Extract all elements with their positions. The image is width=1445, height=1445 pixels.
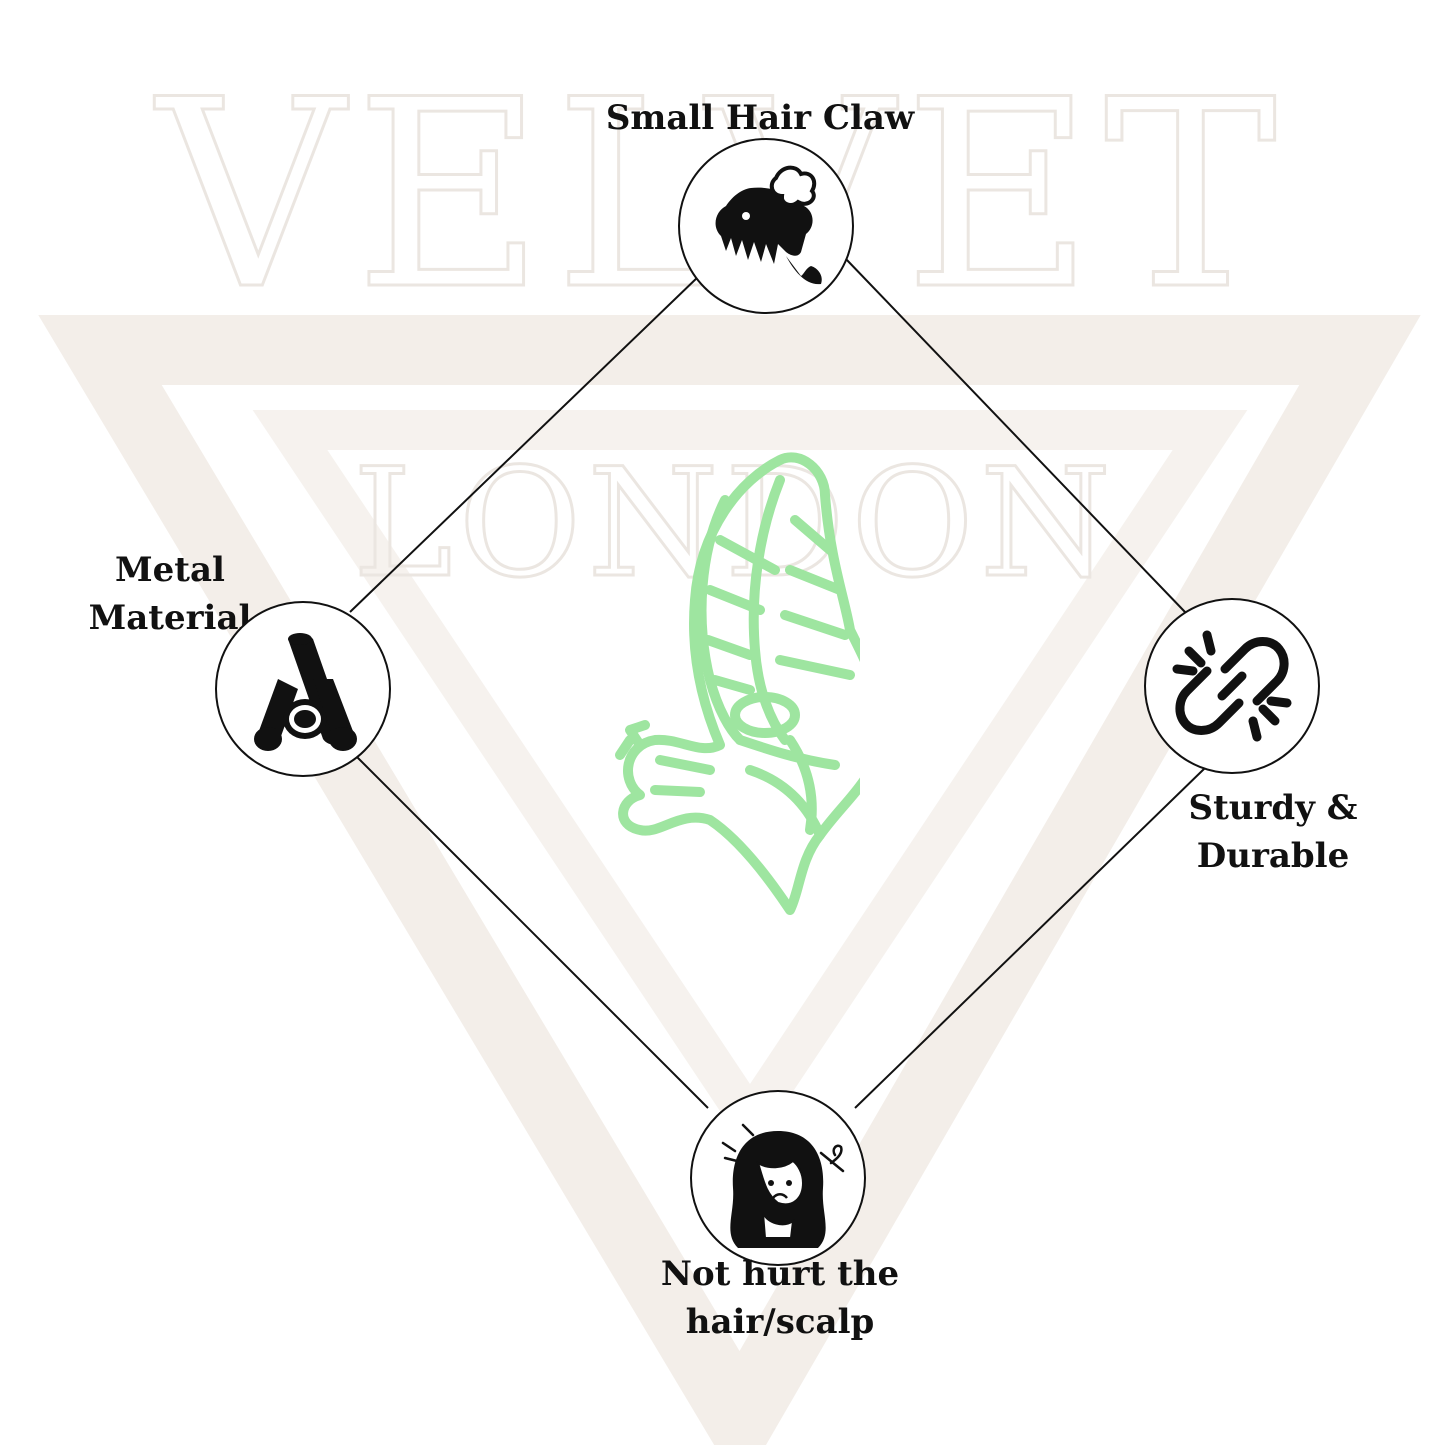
watermark-inner-triangle [252, 410, 1248, 1157]
feature-circle-not-hurt-hair [690, 1090, 866, 1266]
feature-circle-sturdy-durable [1144, 598, 1320, 774]
metal-pipes-icon [254, 633, 357, 751]
label-not-hurt-hair-scalp: Not hurt the hair/scalp [620, 1250, 940, 1346]
feature-circle-metal-material [215, 601, 391, 777]
label-line: Not hurt the [660, 1254, 900, 1294]
connector-top-left [349, 274, 701, 613]
butterfly-hair-claw-image [615, 452, 860, 915]
label-sturdy-durable: Sturdy & Durable [1178, 784, 1368, 880]
label-metal-material: Metal Material [70, 546, 270, 642]
label-line: Metal [115, 550, 225, 590]
label-line: Sturdy & [1188, 788, 1358, 828]
label-line: Material [88, 598, 252, 638]
broken-chain-link-icon [1172, 630, 1292, 742]
watermark-city-text: LONDON [353, 437, 1117, 611]
connector-bottom-left [354, 754, 709, 1109]
connector-bottom-right [854, 767, 1206, 1109]
label-small-hair-claw: Small Hair Claw [590, 94, 930, 142]
label-line: Durable [1196, 836, 1350, 876]
feature-circle-hair-claw [678, 138, 854, 314]
connector-top-right [844, 257, 1186, 613]
girl-hair-icon [721, 1123, 845, 1248]
watermark-triangle [38, 315, 1421, 1445]
hair-claw-icon [715, 165, 822, 285]
label-line: Small Hair Claw [605, 98, 915, 138]
label-line: hair/scalp [685, 1302, 875, 1342]
